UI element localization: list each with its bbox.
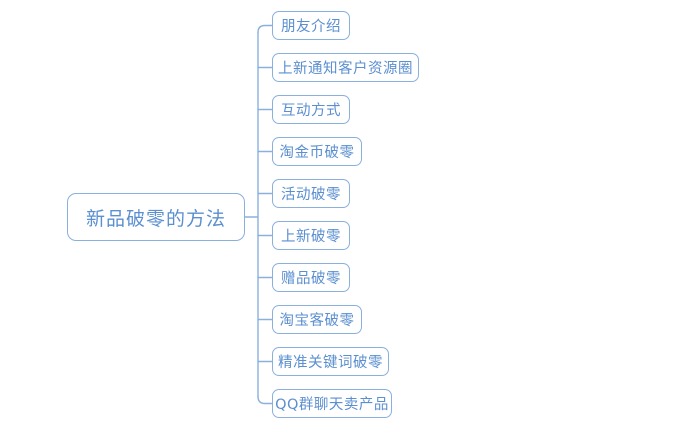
child-node[interactable]: 赠品破零 [272,263,350,292]
child-node[interactable]: 上新破零 [272,221,350,250]
child-node[interactable]: 上新通知客户资源圈 [272,53,419,82]
child-node[interactable]: 朋友介绍 [272,11,350,40]
child-node[interactable]: 活动破零 [272,179,350,208]
child-node[interactable]: QQ群聊天卖产品 [272,389,392,418]
root-node[interactable]: 新品破零的方法 [67,193,245,241]
child-node[interactable]: 互动方式 [272,95,350,124]
child-node[interactable]: 淘宝客破零 [272,305,362,334]
child-node[interactable]: 淘金币破零 [272,137,362,166]
child-node[interactable]: 精准关键词破零 [272,347,389,376]
